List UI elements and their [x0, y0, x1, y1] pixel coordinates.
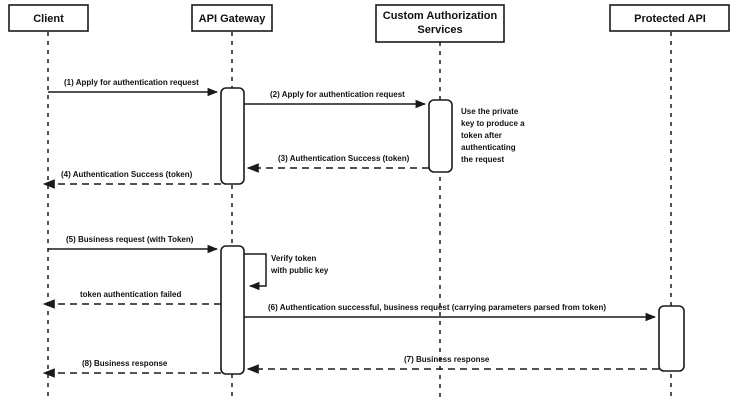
message-1[interactable]: (1) Apply for authentication request — [48, 78, 219, 97]
activation-custom-auth — [428, 99, 453, 173]
note-private-key: Use the private key to produce a token a… — [461, 107, 525, 164]
participant-label-custom-auth-line2: Services — [417, 24, 462, 36]
message-5-label: (5) Business request (with Token) — [66, 235, 194, 244]
activation-protected-api — [658, 305, 685, 372]
message-self-verify-token-label-line1: Verify token — [271, 254, 316, 263]
message-1-label: (1) Apply for authentication request — [64, 78, 199, 87]
participant-client[interactable]: Client — [8, 4, 89, 32]
note-private-key-line-4: authenticating — [461, 143, 516, 152]
note-private-key-line-2: key to produce a — [461, 119, 525, 128]
message-8-label: (8) Business response — [82, 359, 168, 368]
participant-api-gateway[interactable]: API Gateway — [191, 4, 273, 32]
participant-protected-api[interactable]: Protected API — [609, 4, 730, 32]
message-self-verify-token-arrow — [244, 253, 267, 291]
note-private-key-line-1: Use the private — [461, 107, 519, 116]
message-6[interactable]: (6) Authentication successful, business … — [244, 303, 657, 322]
participant-label-protected-api: Protected API — [634, 13, 706, 25]
message-7-label: (7) Business response — [404, 355, 490, 364]
activation-api-gateway-business — [220, 245, 245, 375]
message-token-authentication-failed[interactable]: token authentication failed — [42, 290, 221, 309]
activation-api-gateway-auth — [220, 87, 245, 185]
message-6-label: (6) Authentication successful, business … — [268, 303, 606, 312]
participant-custom-auth[interactable]: Custom Authorization Services — [375, 4, 505, 43]
message-4-label: (4) Authentication Success (token) — [61, 170, 193, 179]
message-7[interactable]: (7) Business response — [246, 355, 659, 374]
message-2-label: (2) Apply for authentication request — [270, 90, 405, 99]
message-self-verify-token[interactable]: Verify token with public key — [244, 253, 329, 291]
message-self-verify-token-label-line2: with public key — [270, 266, 329, 275]
message-8[interactable]: (8) Business response — [42, 359, 221, 378]
message-4[interactable]: (4) Authentication Success (token) — [42, 170, 221, 189]
note-private-key-line-3: token after — [461, 131, 502, 140]
participant-label-api-gateway: API Gateway — [199, 13, 267, 25]
participant-label-custom-auth-line1: Custom Authorization — [383, 10, 498, 22]
message-3[interactable]: (3) Authentication Success (token) — [246, 154, 429, 173]
participant-label-client: Client — [33, 13, 64, 25]
message-5[interactable]: (5) Business request (with Token) — [48, 235, 219, 254]
message-2[interactable]: (2) Apply for authentication request — [244, 90, 427, 109]
message-3-label: (3) Authentication Success (token) — [278, 154, 410, 163]
message-token-authentication-failed-label: token authentication failed — [80, 290, 181, 299]
note-private-key-line-5: the request — [461, 155, 504, 164]
